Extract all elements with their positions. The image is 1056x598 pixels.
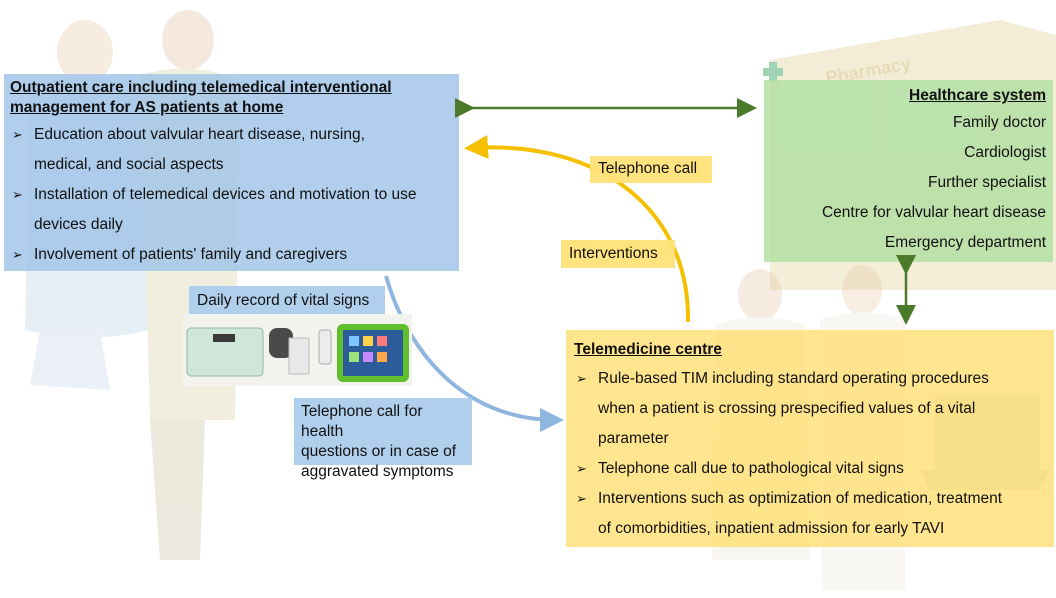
bullet-arrow-icon: ➢ (12, 187, 23, 202)
bullet-arrow-icon: ➢ (12, 247, 23, 262)
outpatient-list: ➢Education about valvular heart disease,… (10, 120, 453, 270)
telemedicine-title: Telemedicine centre (574, 341, 722, 358)
pulse-oximeter-icon (318, 329, 332, 365)
healthcare-system-box: Healthcare system Family doctor Cardiolo… (764, 80, 1053, 262)
scale-icon (186, 327, 264, 377)
healthcare-list: Family doctor Cardiologist Further speci… (771, 108, 1046, 258)
outpatient-title-line2: management for AS patients at home (10, 99, 284, 116)
devices-illustration (186, 324, 409, 382)
list-item: Cardiologist (964, 144, 1046, 161)
bullet-arrow-icon: ➢ (576, 491, 587, 506)
daily-record-label: Daily record of vital signs (189, 286, 385, 316)
list-item: ➢Interventions such as optimization of m… (574, 484, 1046, 544)
patient-telephone-call-label: Telephone call for health questions or i… (294, 398, 472, 480)
list-item: Further specialist (927, 174, 1046, 191)
list-item: ➢Installation of telemedical devices and… (10, 180, 453, 240)
list-item: Centre for valvular heart disease (821, 204, 1046, 221)
outpatient-title-line1: Outpatient care including telemedical in… (10, 79, 392, 96)
healthcare-title: Healthcare system (909, 87, 1046, 104)
list-item: Emergency department (884, 234, 1046, 251)
telemedicine-centre-box: Telemedicine centre ➢Rule-based TIM incl… (566, 330, 1054, 547)
interventions-label: Interventions (561, 240, 675, 268)
telemedicine-list: ➢Rule-based TIM including standard opera… (574, 364, 1046, 544)
telemedical-devices-image (183, 314, 412, 386)
list-item: ➢Education about valvular heart disease,… (10, 120, 453, 180)
list-item: ➢Involvement of patients' family and car… (10, 240, 453, 270)
bullet-arrow-icon: ➢ (576, 461, 587, 476)
bullet-arrow-icon: ➢ (12, 127, 23, 142)
list-item: ➢Telephone call due to pathological vita… (574, 454, 1046, 484)
list-item: ➢Rule-based TIM including standard opera… (574, 364, 1046, 454)
blood-pressure-cuff-icon (269, 328, 293, 358)
blood-pressure-monitor-icon (288, 337, 310, 375)
telephone-call-label: Telephone call (590, 156, 712, 183)
bullet-arrow-icon: ➢ (576, 371, 587, 386)
list-item: Family doctor (952, 114, 1046, 131)
outpatient-care-box: Outpatient care including telemedical in… (4, 74, 459, 271)
